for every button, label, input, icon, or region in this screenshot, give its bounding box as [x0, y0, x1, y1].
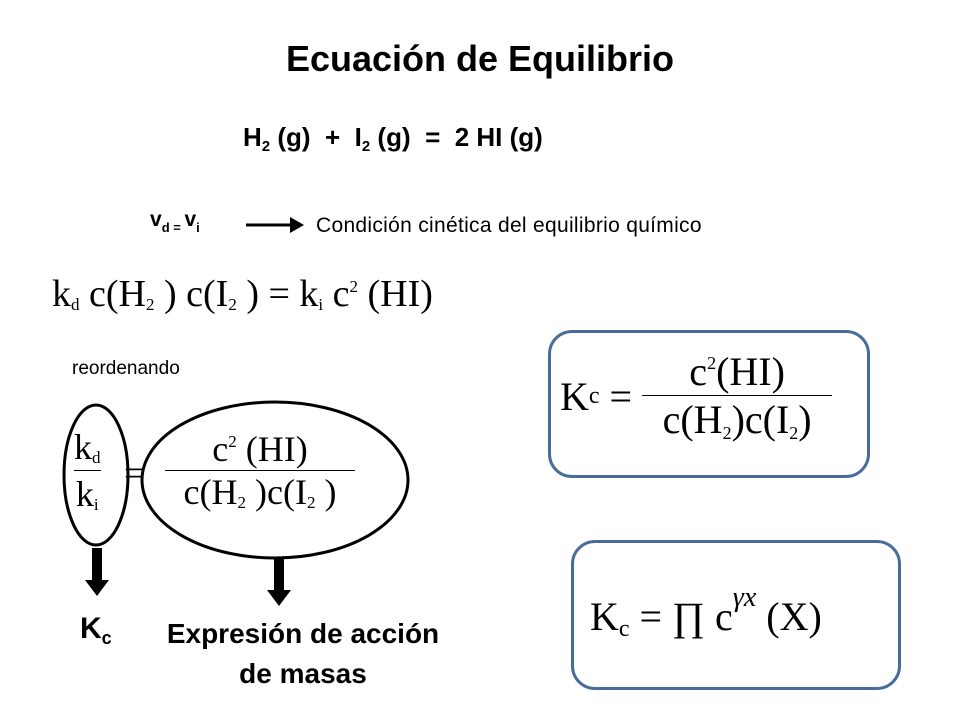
reordenando-label: reordenando — [72, 358, 180, 379]
arrow-right-icon — [246, 217, 304, 233]
rate-constant-ratio: kd ki — [74, 426, 101, 515]
velocity-vi: v — [184, 208, 197, 231]
rate-kd: k — [52, 273, 71, 315]
rate-p3: ) = k — [236, 273, 319, 315]
rate-equation: kd c(H2 ) c(I2 ) = ki c2 (HI) — [52, 272, 433, 316]
rate-c-sup: 2 — [349, 277, 359, 296]
rate-kd-sub: d — [71, 295, 80, 314]
rate-p1: c(H — [79, 273, 146, 315]
reaction-equation: H2 (g) + I2 (g) = 2 HI (g) — [243, 122, 543, 155]
kc2-k-sub: c — [618, 616, 630, 642]
rate-ki-sub: i — [318, 295, 324, 314]
reaction-i-sub: 2 — [361, 138, 371, 155]
down-arrow-icon-right — [267, 558, 291, 606]
kc1-k: K — [560, 373, 589, 419]
rate-p2: ) c(I — [154, 273, 229, 315]
kc2-x: (X) — [756, 594, 822, 639]
ratio-denominator: ki — [75, 474, 99, 514]
rate-p4: c — [323, 273, 350, 315]
reaction-h-sub: 2 — [261, 138, 271, 155]
mass-action-label-line1: Expresión de acción — [166, 618, 440, 649]
kc-label: Kc — [80, 612, 112, 648]
velocity-i-sub: i — [196, 220, 200, 235]
ratio-numerator: kd — [74, 427, 101, 467]
kc1-k-sub: c — [588, 382, 600, 409]
mass-action-fraction: c2 (HI) c(H2 )c(I2 ) — [165, 428, 355, 513]
ratio-bar — [74, 470, 101, 471]
reaction-g1: (g) + I — [270, 122, 362, 152]
velocity-equality: vd = vi — [150, 208, 200, 235]
reaction-h: H — [243, 122, 262, 152]
mass-action-label: Expresión de acción de masas — [130, 614, 476, 694]
kc2-k: K — [590, 594, 619, 639]
kc1-denominator: c(H2)c(I2) — [662, 397, 812, 443]
kd-ki-ellipse — [62, 403, 130, 547]
kc1-equals: = — [599, 373, 643, 419]
page-title: Ecuación de Equilibrio — [285, 38, 675, 79]
rate-h2-sub: 2 — [145, 295, 155, 314]
rate-i2-sub: 2 — [228, 295, 237, 314]
kc-product-expression: Kc = ∏ cγx (X) — [590, 582, 822, 643]
equilibrium-condition-text: Condición cinética del equilibrio químic… — [316, 214, 702, 237]
velocity-d-sub: d — [161, 220, 170, 235]
kc-expression-box — [548, 330, 870, 478]
kc1-bar — [642, 395, 833, 396]
mass-numerator: c2 (HI) — [212, 429, 308, 469]
velocity-eq: = — [169, 220, 185, 235]
kc1-numerator: c2(HI) — [689, 349, 785, 394]
velocity-vd: v — [150, 208, 162, 231]
mass-action-label-line2: de masas — [239, 658, 367, 689]
down-arrow-icon-left — [85, 548, 109, 596]
mass-denominator: c(H2 )c(I2 ) — [183, 472, 337, 512]
kc-product-box — [571, 540, 901, 690]
kc2-gamma-x: γx — [732, 582, 757, 613]
reaction-rest: (g) = 2 HI (g) — [370, 122, 543, 152]
ratio-equals: = — [124, 453, 145, 493]
rate-p5: (HI) — [358, 273, 433, 315]
mass-bar — [165, 470, 355, 471]
kc2-product: = ∏ c — [629, 594, 733, 639]
